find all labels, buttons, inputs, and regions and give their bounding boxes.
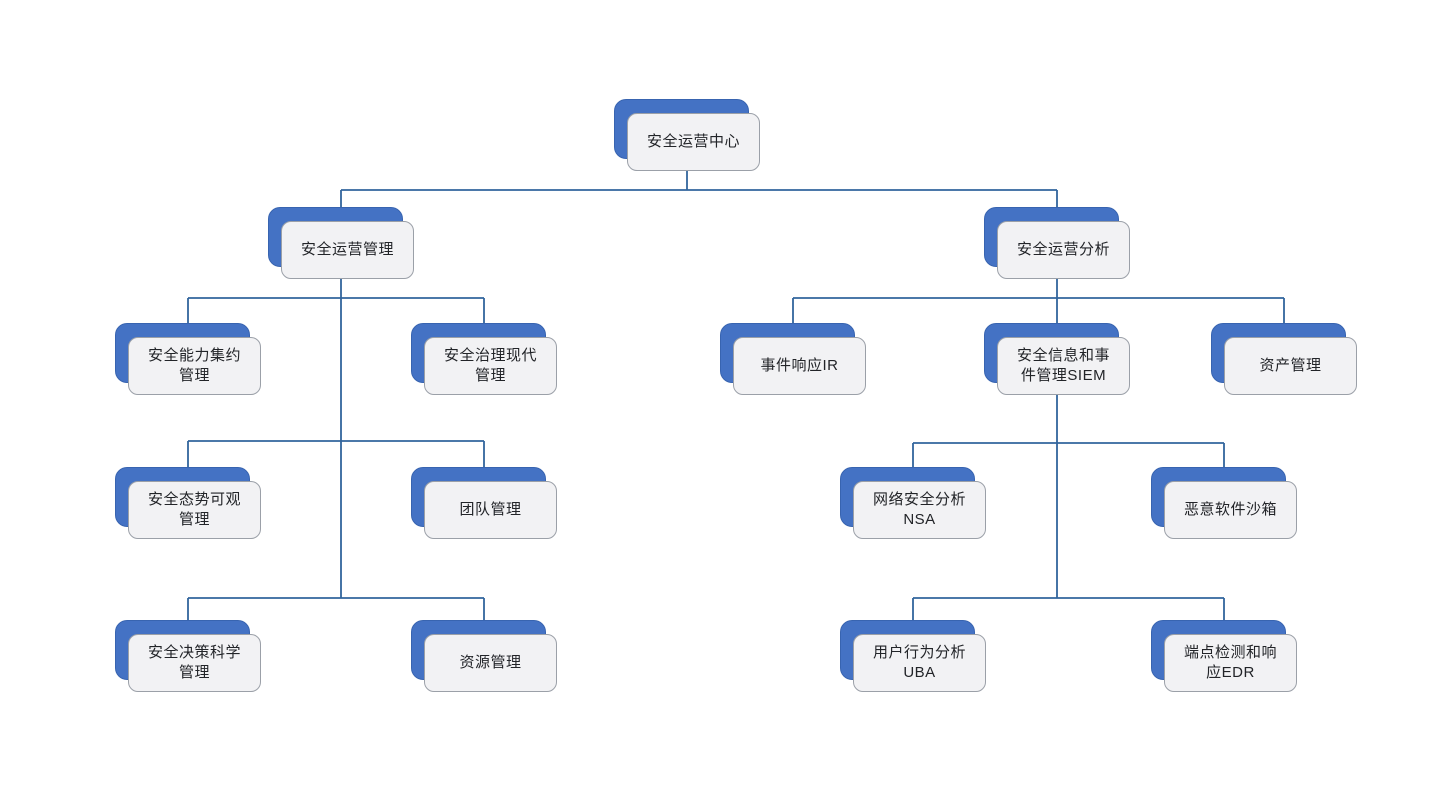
node-siem[interactable]: 安全信息和事件管理SIEM [984, 323, 1130, 395]
node-box: 安全能力集约管理 [128, 337, 261, 395]
node-box: 安全运营管理 [281, 221, 414, 279]
node-team-management[interactable]: 团队管理 [411, 467, 557, 539]
node-label: 恶意软件沙箱 [1183, 500, 1277, 518]
node-label: 安全能力集约管理 [147, 346, 241, 384]
node-label: 团队管理 [459, 500, 522, 518]
node-box: 安全信息和事件管理SIEM [997, 337, 1130, 395]
node-security-operations-analysis[interactable]: 安全运营分析 [984, 207, 1130, 279]
node-label: 端点检测和响应EDR [1183, 643, 1277, 681]
node-box: 资产管理 [1224, 337, 1357, 395]
node-box: 网络安全分析NSA [853, 481, 986, 539]
node-user-behavior-analysis-uba[interactable]: 用户行为分析UBA [840, 620, 986, 692]
node-security-posture-observability-management[interactable]: 安全态势可观管理 [115, 467, 261, 539]
node-box: 团队管理 [424, 481, 557, 539]
node-box: 安全决策科学管理 [128, 634, 261, 692]
node-malware-sandbox[interactable]: 恶意软件沙箱 [1151, 467, 1297, 539]
node-incident-response-ir[interactable]: 事件响应IR [720, 323, 866, 395]
node-resource-management[interactable]: 资源管理 [411, 620, 557, 692]
node-box: 用户行为分析UBA [853, 634, 986, 692]
node-security-operations-center[interactable]: 安全运营中心 [614, 99, 760, 171]
node-label: 安全运营中心 [646, 132, 740, 150]
node-label: 安全治理现代管理 [443, 346, 537, 384]
node-label: 资源管理 [459, 653, 522, 671]
node-label: 安全运营管理 [300, 240, 394, 258]
node-box: 资源管理 [424, 634, 557, 692]
node-label: 安全信息和事件管理SIEM [1016, 346, 1110, 384]
node-label: 安全运营分析 [1016, 240, 1110, 258]
node-box: 安全治理现代管理 [424, 337, 557, 395]
node-security-decision-science-management[interactable]: 安全决策科学管理 [115, 620, 261, 692]
node-security-governance-modernization-management[interactable]: 安全治理现代管理 [411, 323, 557, 395]
node-box: 安全态势可观管理 [128, 481, 261, 539]
node-box: 恶意软件沙箱 [1164, 481, 1297, 539]
node-label: 安全态势可观管理 [147, 490, 241, 528]
node-box: 安全运营中心 [627, 113, 760, 171]
node-security-operations-management[interactable]: 安全运营管理 [268, 207, 414, 279]
node-security-capability-consolidation-management[interactable]: 安全能力集约管理 [115, 323, 261, 395]
node-endpoint-detection-response-edr[interactable]: 端点检测和响应EDR [1151, 620, 1297, 692]
node-box: 安全运营分析 [997, 221, 1130, 279]
node-label: 事件响应IR [760, 356, 839, 374]
node-box: 事件响应IR [733, 337, 866, 395]
node-label: 安全决策科学管理 [147, 643, 241, 681]
node-label: 用户行为分析UBA [872, 643, 966, 681]
node-label: 网络安全分析NSA [872, 490, 966, 528]
node-box: 端点检测和响应EDR [1164, 634, 1297, 692]
node-asset-management[interactable]: 资产管理 [1211, 323, 1357, 395]
node-network-security-analysis-nsa[interactable]: 网络安全分析NSA [840, 467, 986, 539]
node-label: 资产管理 [1259, 356, 1322, 374]
